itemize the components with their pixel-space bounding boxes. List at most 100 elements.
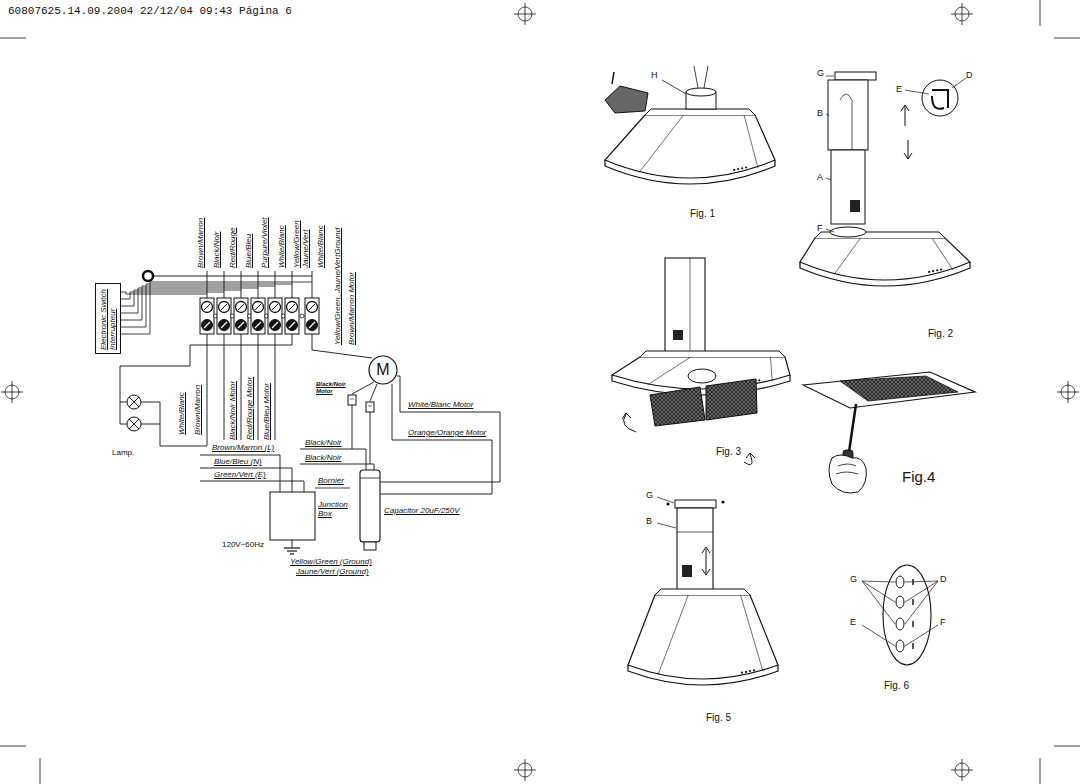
terminal-screw [270,320,281,331]
wire-label: Blue/Bleu (N) [214,457,262,466]
wire [300,464,374,470]
ground-wire [153,276,312,277]
registration-mark [962,759,963,781]
ring-terminal [143,271,153,281]
terminal-block [268,298,282,334]
wire-label: Black/Noir Motor [316,381,350,395]
leader-line [905,581,938,582]
screw-slot [238,304,244,310]
leader-line [826,76,834,77]
wire-label: White/Blanc [177,392,186,435]
screw-hole [666,502,669,505]
callout-letter: H [651,70,658,80]
connector-plug [368,406,372,407]
switch-label: Interrupteur [108,289,117,350]
control-dot [753,669,755,671]
crop-mark [40,758,41,784]
hood-body [800,238,970,280]
motor-wire [704,66,708,88]
hood-rim [800,262,970,286]
grease-filter [706,379,757,420]
terminal-block [305,298,319,334]
screw-hole [721,500,724,503]
control-dot [733,169,735,171]
wire [300,449,366,470]
wire [370,384,377,401]
figure-caption: Fig. 5 [706,712,731,724]
wire [241,334,242,440]
capacitor-symbol [360,470,380,542]
terminal-screw [270,302,281,313]
wire [200,468,292,492]
chimney [665,258,705,352]
vent [850,200,860,212]
wire [352,405,353,449]
crop-mark [1054,746,1080,747]
wire-label: Black/Noir [212,232,221,268]
wire-label: White/Blanc [277,225,286,268]
callout-letter: F [940,617,946,627]
button-icon [912,599,913,605]
screw-slot [204,322,210,328]
bracket [675,500,716,508]
registration-mark [525,759,526,781]
figure-caption: Fig. 6 [884,680,909,692]
button-icon [912,643,913,649]
hood-edge [741,595,764,671]
wire-label: Blue/Bleu [244,234,253,268]
leader-line [826,178,831,180]
wire [200,481,304,492]
terminal-screw [287,320,298,331]
connector-plug [350,399,354,400]
wire [380,384,492,494]
lamp-symbol [127,417,141,431]
wire [275,334,276,440]
terminal-screw [219,302,230,313]
control-dot [741,167,743,169]
leader-line [826,229,834,232]
screw-slot [221,322,227,328]
lamp-symbol [127,395,141,409]
leader-line [862,581,895,602]
wire-label: Bornier [318,476,344,485]
arrow [702,547,710,575]
hood-edge [639,115,684,173]
control-button [896,576,904,588]
figure-caption: Fig. 3 [716,446,741,458]
callout-letter: D [966,70,973,80]
motor-base [830,227,866,237]
chimney-upper [828,80,868,150]
motor [686,88,716,96]
wire [224,334,225,440]
wire [370,412,371,464]
lamp-label: Lamp. [112,448,134,457]
wire [141,424,160,425]
crop-mark [0,38,26,39]
callout-letter: E [850,617,856,627]
figure-caption: Fig. 2 [928,328,953,340]
screw-slot [255,322,261,328]
wire [275,271,276,298]
registration-mark [1068,381,1069,403]
crop-mark [1040,0,1041,26]
junction-box [270,492,315,540]
arrow [904,140,912,159]
leader-line [657,523,676,528]
lamp-symbol [129,419,139,429]
button-icon [912,621,913,627]
callout-letter: B [817,108,823,118]
rotate-arrow [622,413,636,432]
leader-line [905,581,938,602]
control-button [896,640,904,652]
control-dot [936,269,938,271]
wire-label: Red/Rouge [228,228,237,268]
terminal-screw [307,320,318,331]
motor-symbol: M [368,355,398,385]
terminal-screw [219,320,230,331]
switch-box: Electronic SwitchInterrupteur [95,283,121,354]
wire [120,402,127,403]
leader-line [905,625,938,646]
callout-letter: B [646,516,652,526]
